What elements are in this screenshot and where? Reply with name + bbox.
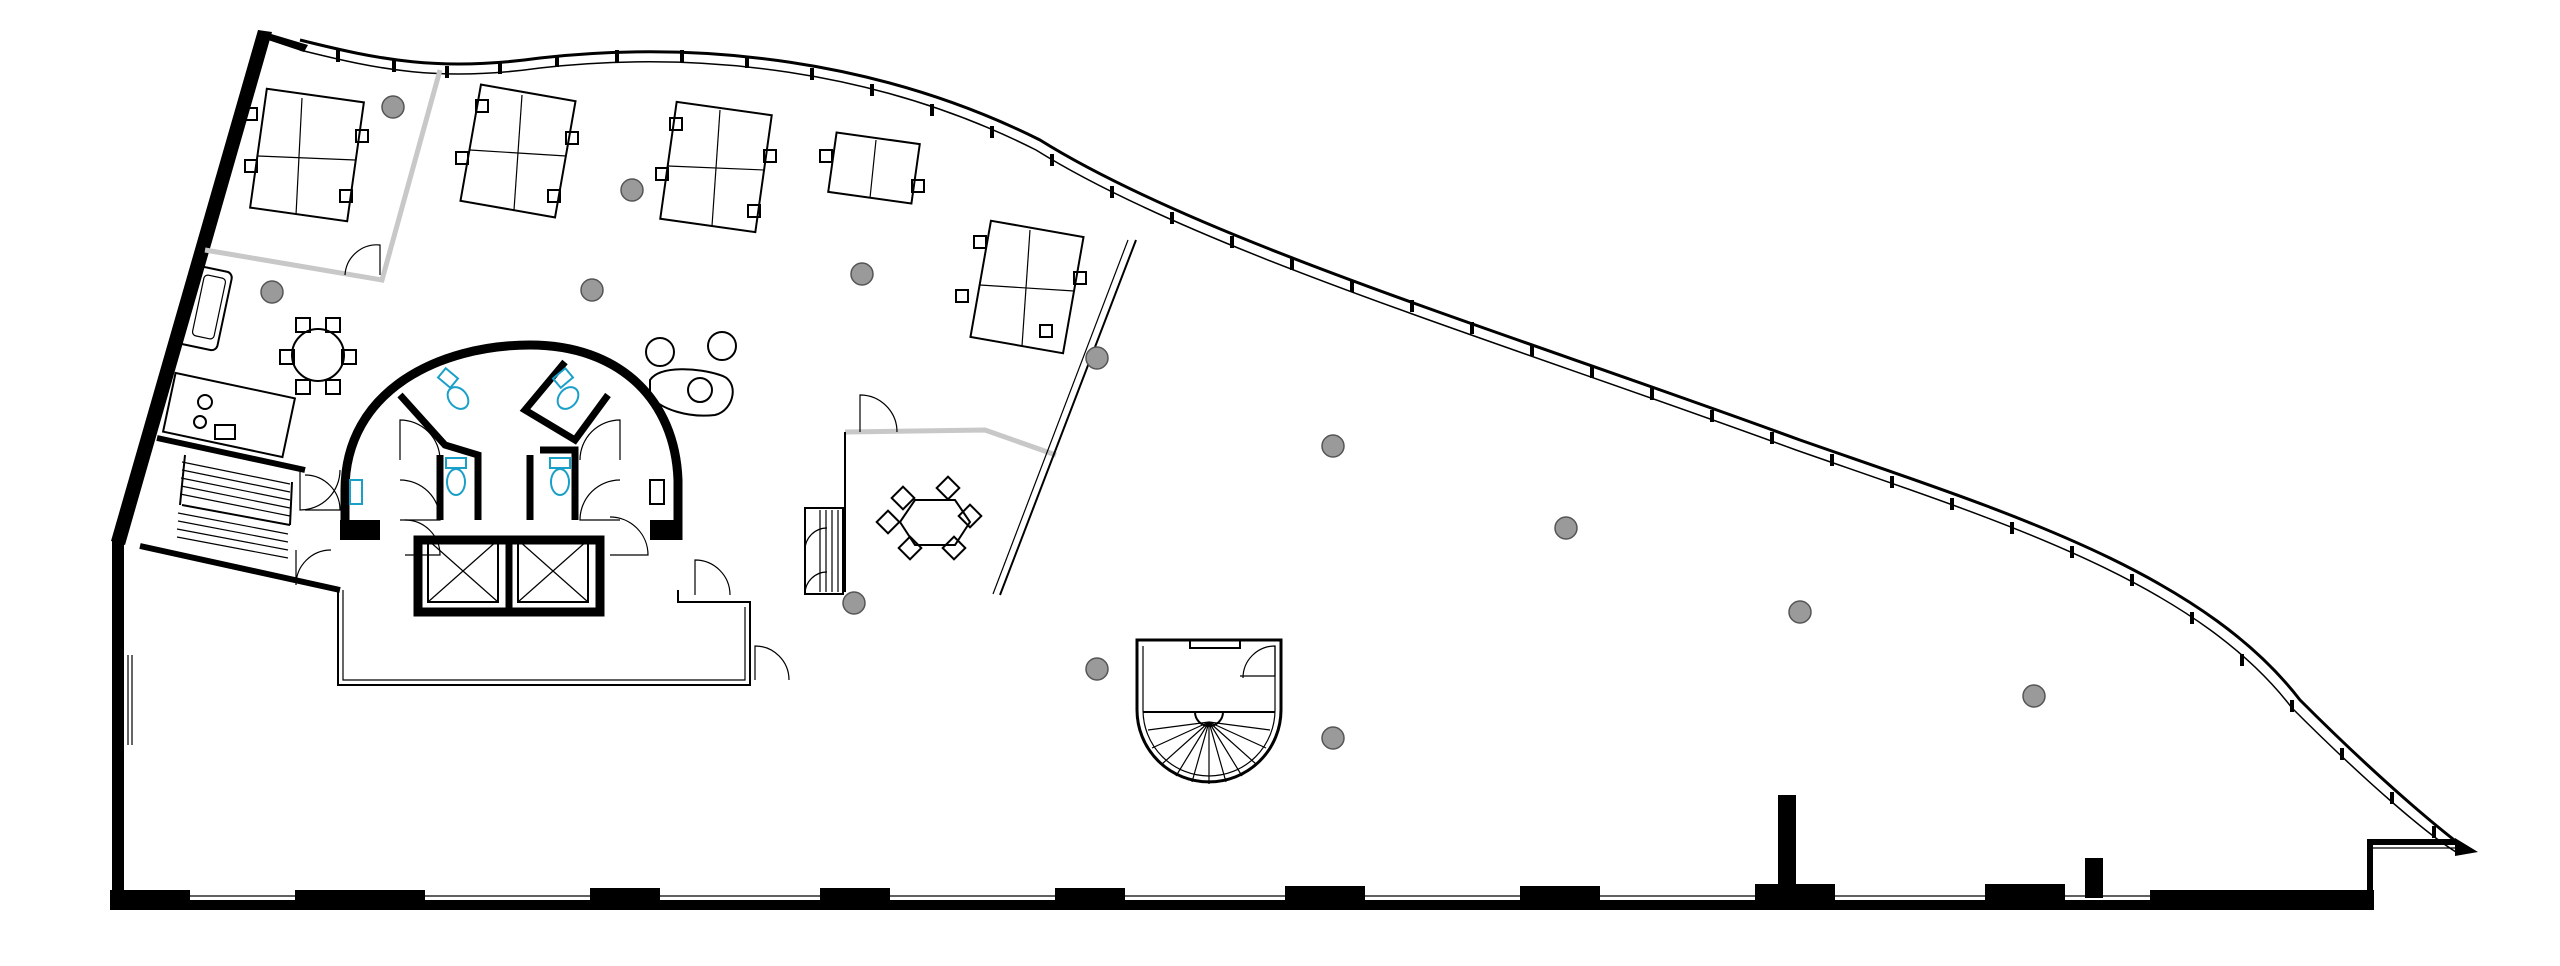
sofa <box>177 264 233 352</box>
south-facade-piers <box>110 795 2374 910</box>
core-door-2 <box>579 419 621 461</box>
core-door-3 <box>399 479 441 521</box>
breakout-area <box>177 264 737 417</box>
central-meeting-room-partition <box>844 427 1057 458</box>
desk-cluster-3 <box>655 100 777 234</box>
basin-right <box>649 479 665 505</box>
core-stub-right <box>650 520 680 540</box>
lift-lobby-wall-inner <box>342 590 746 681</box>
columns <box>260 95 2046 750</box>
core-door-6 <box>609 516 649 556</box>
sofa-seat <box>191 274 227 340</box>
core-inner-wall-right <box>519 359 611 445</box>
core-stub-left <box>340 520 380 540</box>
core-door-1 <box>399 419 441 461</box>
stair-side-walls <box>179 454 293 526</box>
west-facade-wall <box>112 540 124 910</box>
core-door-7 <box>404 519 441 556</box>
curtain-wall-outer <box>299 38 2471 854</box>
round-table-chairs <box>279 317 357 395</box>
desk-cluster-4 <box>819 131 925 205</box>
lift-1 <box>427 539 499 603</box>
column <box>260 280 284 304</box>
curtain-wall-mullions <box>336 50 2436 838</box>
nw-facade-cap <box>258 30 308 52</box>
toilet-1 <box>436 366 470 410</box>
lounge-sofa <box>649 368 734 417</box>
column <box>1321 726 1345 750</box>
stair-wall <box>139 543 341 593</box>
curtain-wall-inner <box>299 49 2457 853</box>
lobby-door-2 <box>754 645 790 681</box>
kitchen-wall <box>156 435 306 473</box>
column <box>1554 516 1578 540</box>
stair-door-2 <box>295 549 332 586</box>
meeting-room-table <box>875 475 983 561</box>
desk-cluster-5 <box>955 219 1087 355</box>
meeting-room-door <box>859 394 898 433</box>
lounge-table <box>687 377 713 403</box>
kitchen-counter <box>161 371 297 459</box>
nw-meeting-door <box>344 244 381 276</box>
core-door-4 <box>579 479 621 521</box>
column <box>2022 684 2046 708</box>
lift-lobby-wall <box>337 590 751 686</box>
east-corner <box>2455 838 2478 856</box>
stair-door-1 <box>299 469 341 511</box>
column <box>580 278 604 302</box>
lift-2 <box>517 539 589 603</box>
toilet-3 <box>445 457 467 496</box>
toilet-4 <box>549 457 571 496</box>
lift-core <box>413 535 605 617</box>
column <box>620 178 644 202</box>
lounge-chair-1 <box>645 337 675 367</box>
kitchen-hob <box>197 394 213 410</box>
fire-stair <box>176 454 341 586</box>
outer-walls <box>110 30 2478 910</box>
round-table <box>291 328 345 382</box>
core-inner-wall-right-b <box>540 446 579 520</box>
stair-treads <box>176 461 291 559</box>
column <box>381 95 405 119</box>
desk-cluster-2 <box>455 83 579 219</box>
south-facade-wall <box>112 900 2374 910</box>
bike-rack <box>804 507 844 595</box>
lobby-door-1 <box>694 559 731 596</box>
column <box>850 262 874 286</box>
desk-cluster-1 <box>244 87 369 223</box>
column <box>1788 600 1812 624</box>
central-meeting-room-glazing <box>999 239 1137 596</box>
internal-partitions <box>139 69 1137 686</box>
column <box>842 591 866 615</box>
kitchen-hob-2 <box>193 415 207 429</box>
column <box>1085 346 1109 370</box>
toilet-2 <box>551 366 580 410</box>
nw-facade-wall <box>111 30 272 545</box>
core-inner-wall-left <box>397 392 482 520</box>
kitchen-sink <box>214 424 236 440</box>
core-door-5 <box>304 474 341 511</box>
toilet-core <box>304 340 683 556</box>
column <box>1321 434 1345 458</box>
east-facade-return <box>2367 839 2455 905</box>
core-arch-wall <box>340 340 683 540</box>
kitchen <box>161 371 297 459</box>
spiral-stair <box>1135 638 1283 784</box>
nw-meeting-room-partition <box>204 69 443 283</box>
central-meeting-room-glazing-inner <box>992 239 1129 595</box>
stair-separator <box>181 504 291 526</box>
column <box>1085 657 1109 681</box>
lounge-chair-2 <box>707 331 737 361</box>
basin-left <box>349 479 363 505</box>
